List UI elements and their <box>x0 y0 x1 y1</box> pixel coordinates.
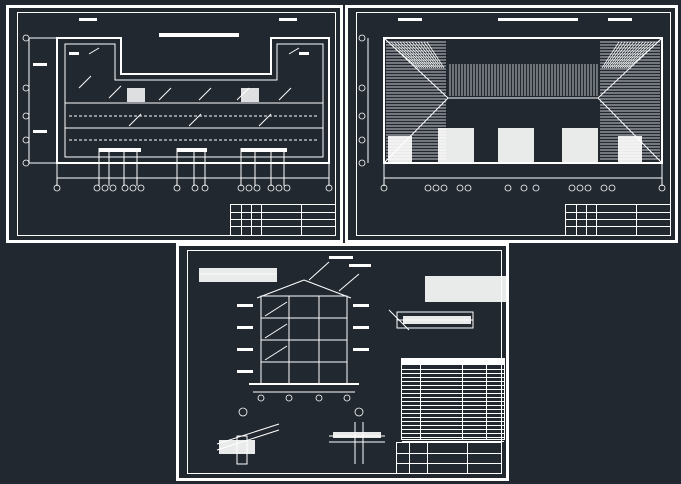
floor-plan-drawing <box>22 18 333 192</box>
detail-callout <box>238 407 248 417</box>
sheet-floor-plan[interactable] <box>6 5 343 243</box>
grid-axis-marker <box>343 394 351 402</box>
title-block <box>230 204 336 236</box>
grid-axis-marker <box>315 394 323 402</box>
grid-axis-marker <box>285 394 293 402</box>
sheet-roof-plan[interactable] <box>345 5 678 243</box>
drawing-frame <box>356 12 671 236</box>
sheet-section-details[interactable] <box>176 243 509 481</box>
roof-plan-drawing <box>358 18 666 192</box>
schedule-table <box>401 358 505 442</box>
detail-callout <box>354 407 364 417</box>
title-block <box>396 442 502 474</box>
section-drawing <box>199 256 509 465</box>
title-block <box>565 204 671 236</box>
grid-axis-marker <box>257 394 265 402</box>
drawing-frame <box>17 12 336 236</box>
